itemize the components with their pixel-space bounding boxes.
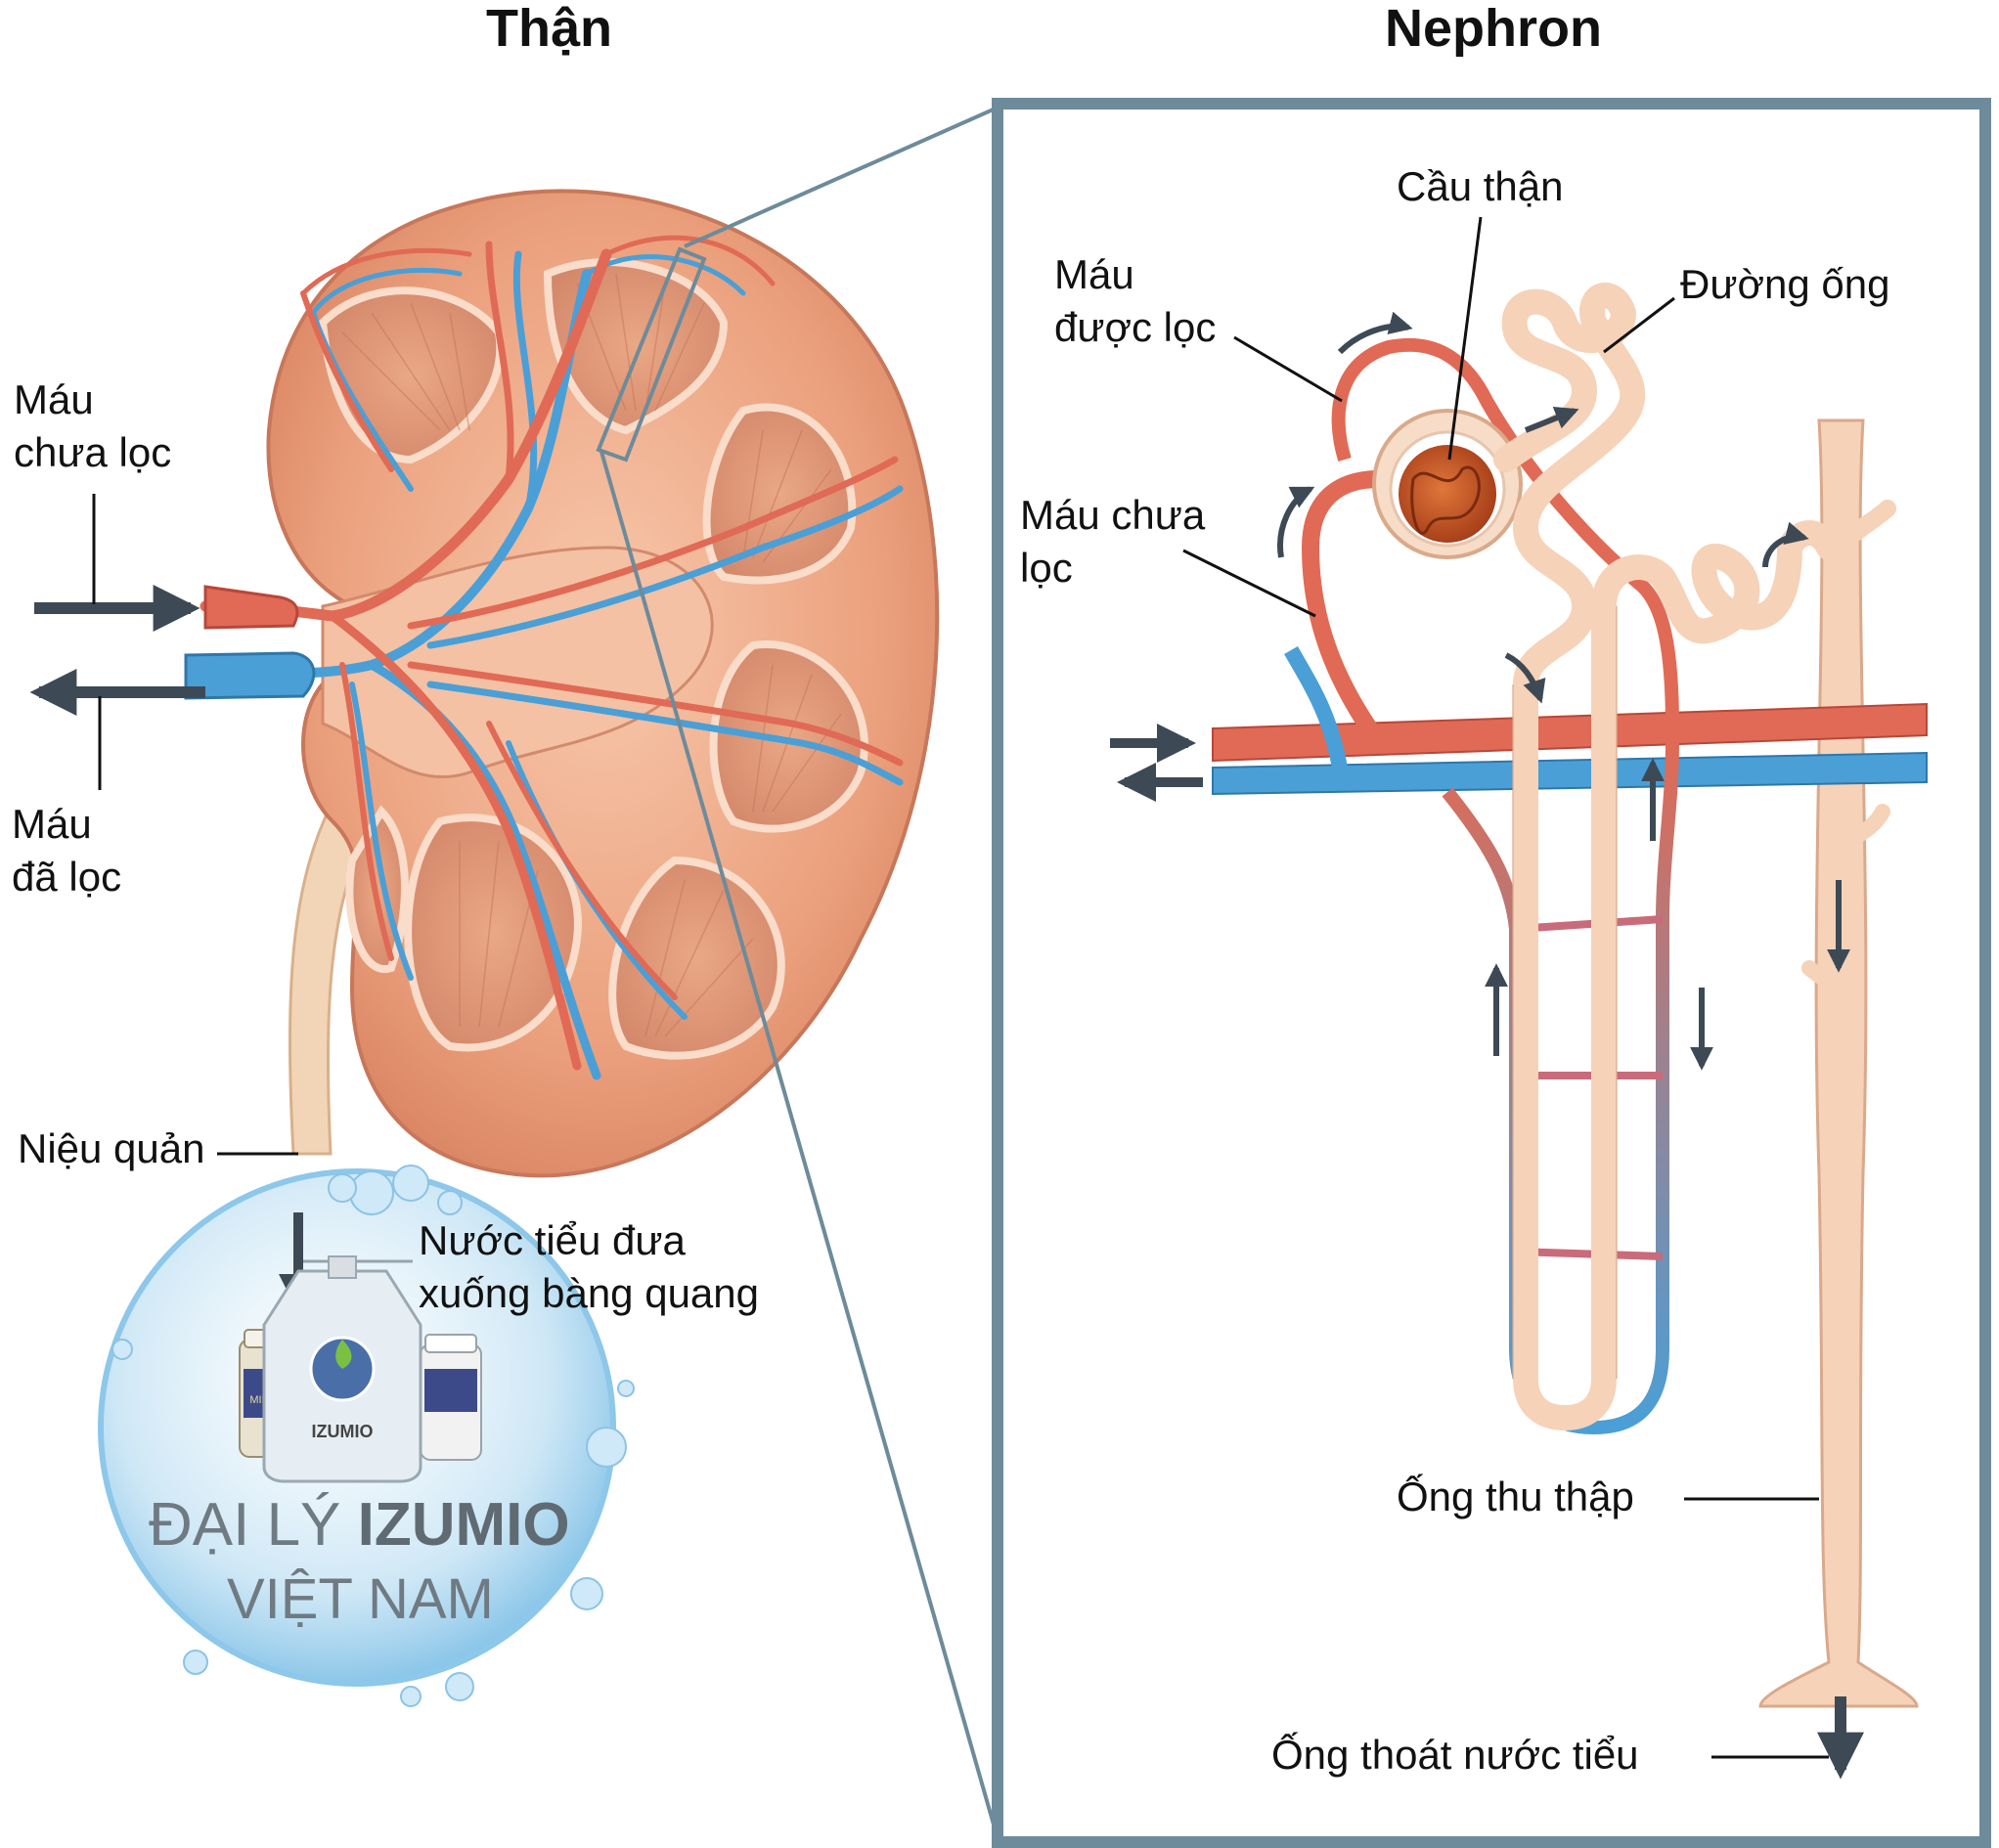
kidney-label-unfiltered-blood-line2: chưa lọc xyxy=(14,429,172,475)
kidney-illustration xyxy=(184,189,940,1178)
kidney-label-urine-line2: xuống bàng quang xyxy=(419,1270,759,1316)
nephron-vein xyxy=(1212,751,1928,796)
nephron-tubule xyxy=(1493,283,1842,1431)
kidney-label-unfiltered-blood: Máu chưa lọc xyxy=(14,374,171,479)
ureter xyxy=(288,799,375,1156)
nephron-illustration xyxy=(1110,216,1928,1780)
renal-pyramids xyxy=(318,258,868,1060)
nephron-artery xyxy=(1212,702,1928,763)
nephron-label-collecting-duct: Ống thu thập xyxy=(1397,1474,1634,1519)
nephron-leader-lines xyxy=(1182,216,1829,1759)
nephron-label-filtered-blood-line2: được lọc xyxy=(1054,304,1217,350)
kidney-arteries xyxy=(200,235,904,1071)
kidney-label-urine-line1: Nước tiểu đưa xyxy=(419,1217,686,1263)
nephron-tubule-outline xyxy=(1512,606,1618,1379)
zoom-box xyxy=(596,246,707,462)
watermark-line1: ĐẠI LÝ IZUMIO xyxy=(149,1490,570,1560)
nephron-label-unfiltered-blood-line2: lọc xyxy=(1020,545,1073,591)
watermark-line1-prefix: ĐẠI LÝ xyxy=(149,1491,358,1559)
product-pouch-label: IZUMIO xyxy=(312,1422,374,1441)
nephron-label-filtered-blood-line1: Máu xyxy=(1054,251,1134,297)
kidney-label-unfiltered-blood-line1: Máu xyxy=(14,376,94,422)
nephron-label-unfiltered-blood-line1: Máu chưa xyxy=(1020,492,1206,538)
nephron-label-filtered-blood: Máu được lọc xyxy=(1054,248,1216,354)
kidney-label-ureter: Niệu quản xyxy=(18,1125,205,1171)
product-bottle-right xyxy=(420,1334,482,1461)
kidney-blood-arrows xyxy=(29,585,205,716)
flow-arrows xyxy=(1277,311,1850,1071)
kidney-label-filtered-blood: Máu đã lọc xyxy=(12,798,121,903)
nephron-label-urine-outlet: Ống thoát nước tiểu xyxy=(1271,1732,1639,1778)
renal-vein xyxy=(184,651,316,700)
kidney-label-urine-to-bladder: Nước tiểu đưa xuống bàng quang xyxy=(419,1214,759,1320)
nephron-title: Nephron xyxy=(1385,0,1602,58)
nephron-label-unfiltered-blood: Máu chưa lọc xyxy=(1020,489,1205,594)
pyramid-striations xyxy=(341,273,842,1037)
watermark-line1-brand: IZUMIO xyxy=(357,1491,570,1559)
nephron-label-glomerulus: Cầu thận xyxy=(1397,163,1564,209)
watermark-line2: VIỆT NAM xyxy=(227,1567,494,1631)
nephron-label-tubule: Đường ống xyxy=(1680,261,1890,307)
izumio-watermark: MINTOL IZUMIO xyxy=(98,1165,635,1707)
kidney-label-filtered-blood-line1: Máu xyxy=(12,801,92,847)
renal-artery xyxy=(203,585,299,630)
zoom-connector-lines xyxy=(600,106,1000,1839)
product-pouch: IZUMIO xyxy=(262,1255,422,1483)
kidney-title: Thận xyxy=(486,0,612,58)
nephron-blood-arrows xyxy=(1110,724,1203,802)
kidney-label-filtered-blood-line2: đã lọc xyxy=(12,854,122,900)
